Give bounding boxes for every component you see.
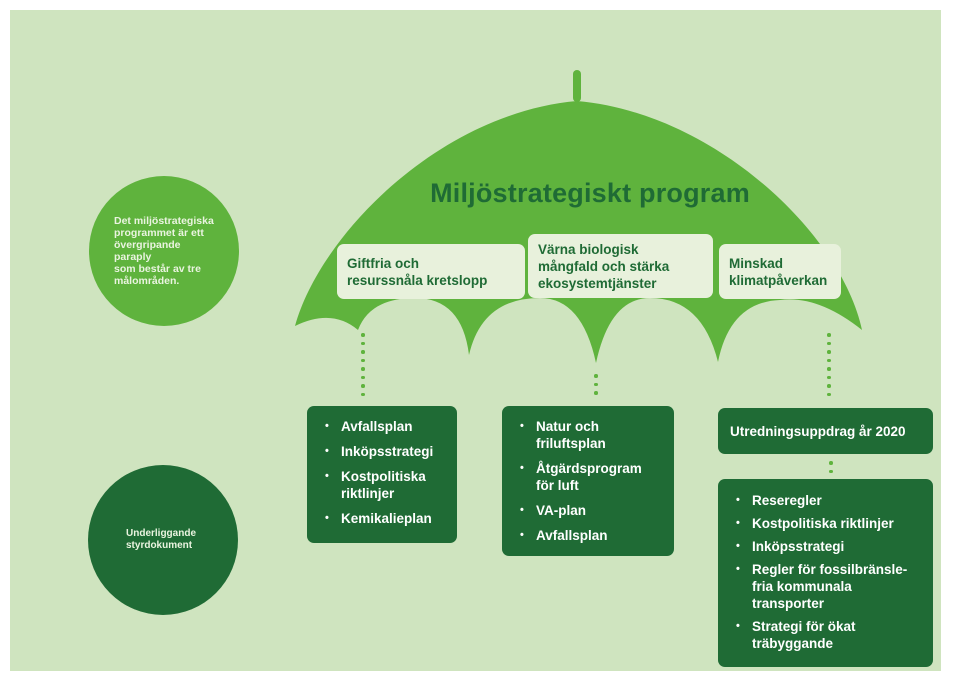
documents-box-klimat: Reseregler Kostpolitiska riktlinjer Inkö… — [718, 479, 933, 667]
list-item: Avfallsplan — [512, 527, 668, 544]
umbrella-note-circle: Det miljöstrategiska programmet är ett ö… — [89, 176, 239, 326]
list-item: Åtgärdsprogram för luft — [512, 460, 668, 494]
list-item: Kostpolitiska riktlinjer — [728, 515, 927, 532]
underlying-documents-text: Underliggande styrdokument — [126, 528, 197, 551]
list-item: Regler för fossilbränsle- fria kommunala… — [728, 561, 927, 612]
area-minskad-klimatpaverkan: Minskad klimatpåverkan — [719, 244, 841, 299]
list-item: Kostpolitiska riktlinjer — [317, 468, 451, 502]
connector-dots-middle — [594, 374, 598, 400]
connector-dots-right — [827, 333, 831, 401]
umbrella-handle — [573, 70, 581, 102]
utredningsuppdrag-title-box: Utredningsuppdrag år 2020 — [718, 408, 933, 454]
list-item: Avfallsplan — [317, 418, 451, 435]
documents-box-kretslopp: Avfallsplan Inköpsstrategi Kostpolitiska… — [307, 406, 457, 543]
list-item: Kemikalieplan — [317, 510, 451, 527]
program-title: Miljöstrategiskt program — [430, 178, 750, 208]
list-item: Reseregler — [728, 492, 927, 509]
list-item: Natur och friluftsplan — [512, 418, 668, 452]
connector-dots-left — [361, 333, 365, 401]
connector-dots-utredning — [829, 461, 833, 478]
umbrella-canopy — [295, 101, 862, 363]
umbrella-note-text: Det miljöstrategiska programmet är ett ö… — [114, 215, 214, 287]
list-item: Inköpsstrategi — [728, 538, 927, 555]
list-item: Strategi för ökat träbyggande — [728, 618, 927, 652]
documents-box-mangfald: Natur och friluftsplan Åtgärdsprogram fö… — [502, 406, 674, 556]
utredningsuppdrag-title: Utredningsuppdrag år 2020 — [730, 423, 906, 439]
list-item: VA-plan — [512, 502, 668, 519]
area-biologisk-mangfald: Värna biologisk mångfald och stärka ekos… — [528, 234, 713, 298]
area-giftfria-kretslopp: Giftfria och resurssnåla kretslopp — [337, 244, 525, 299]
list-item: Inköpsstrategi — [317, 443, 451, 460]
underlying-documents-circle: Underliggande styrdokument — [88, 465, 238, 615]
